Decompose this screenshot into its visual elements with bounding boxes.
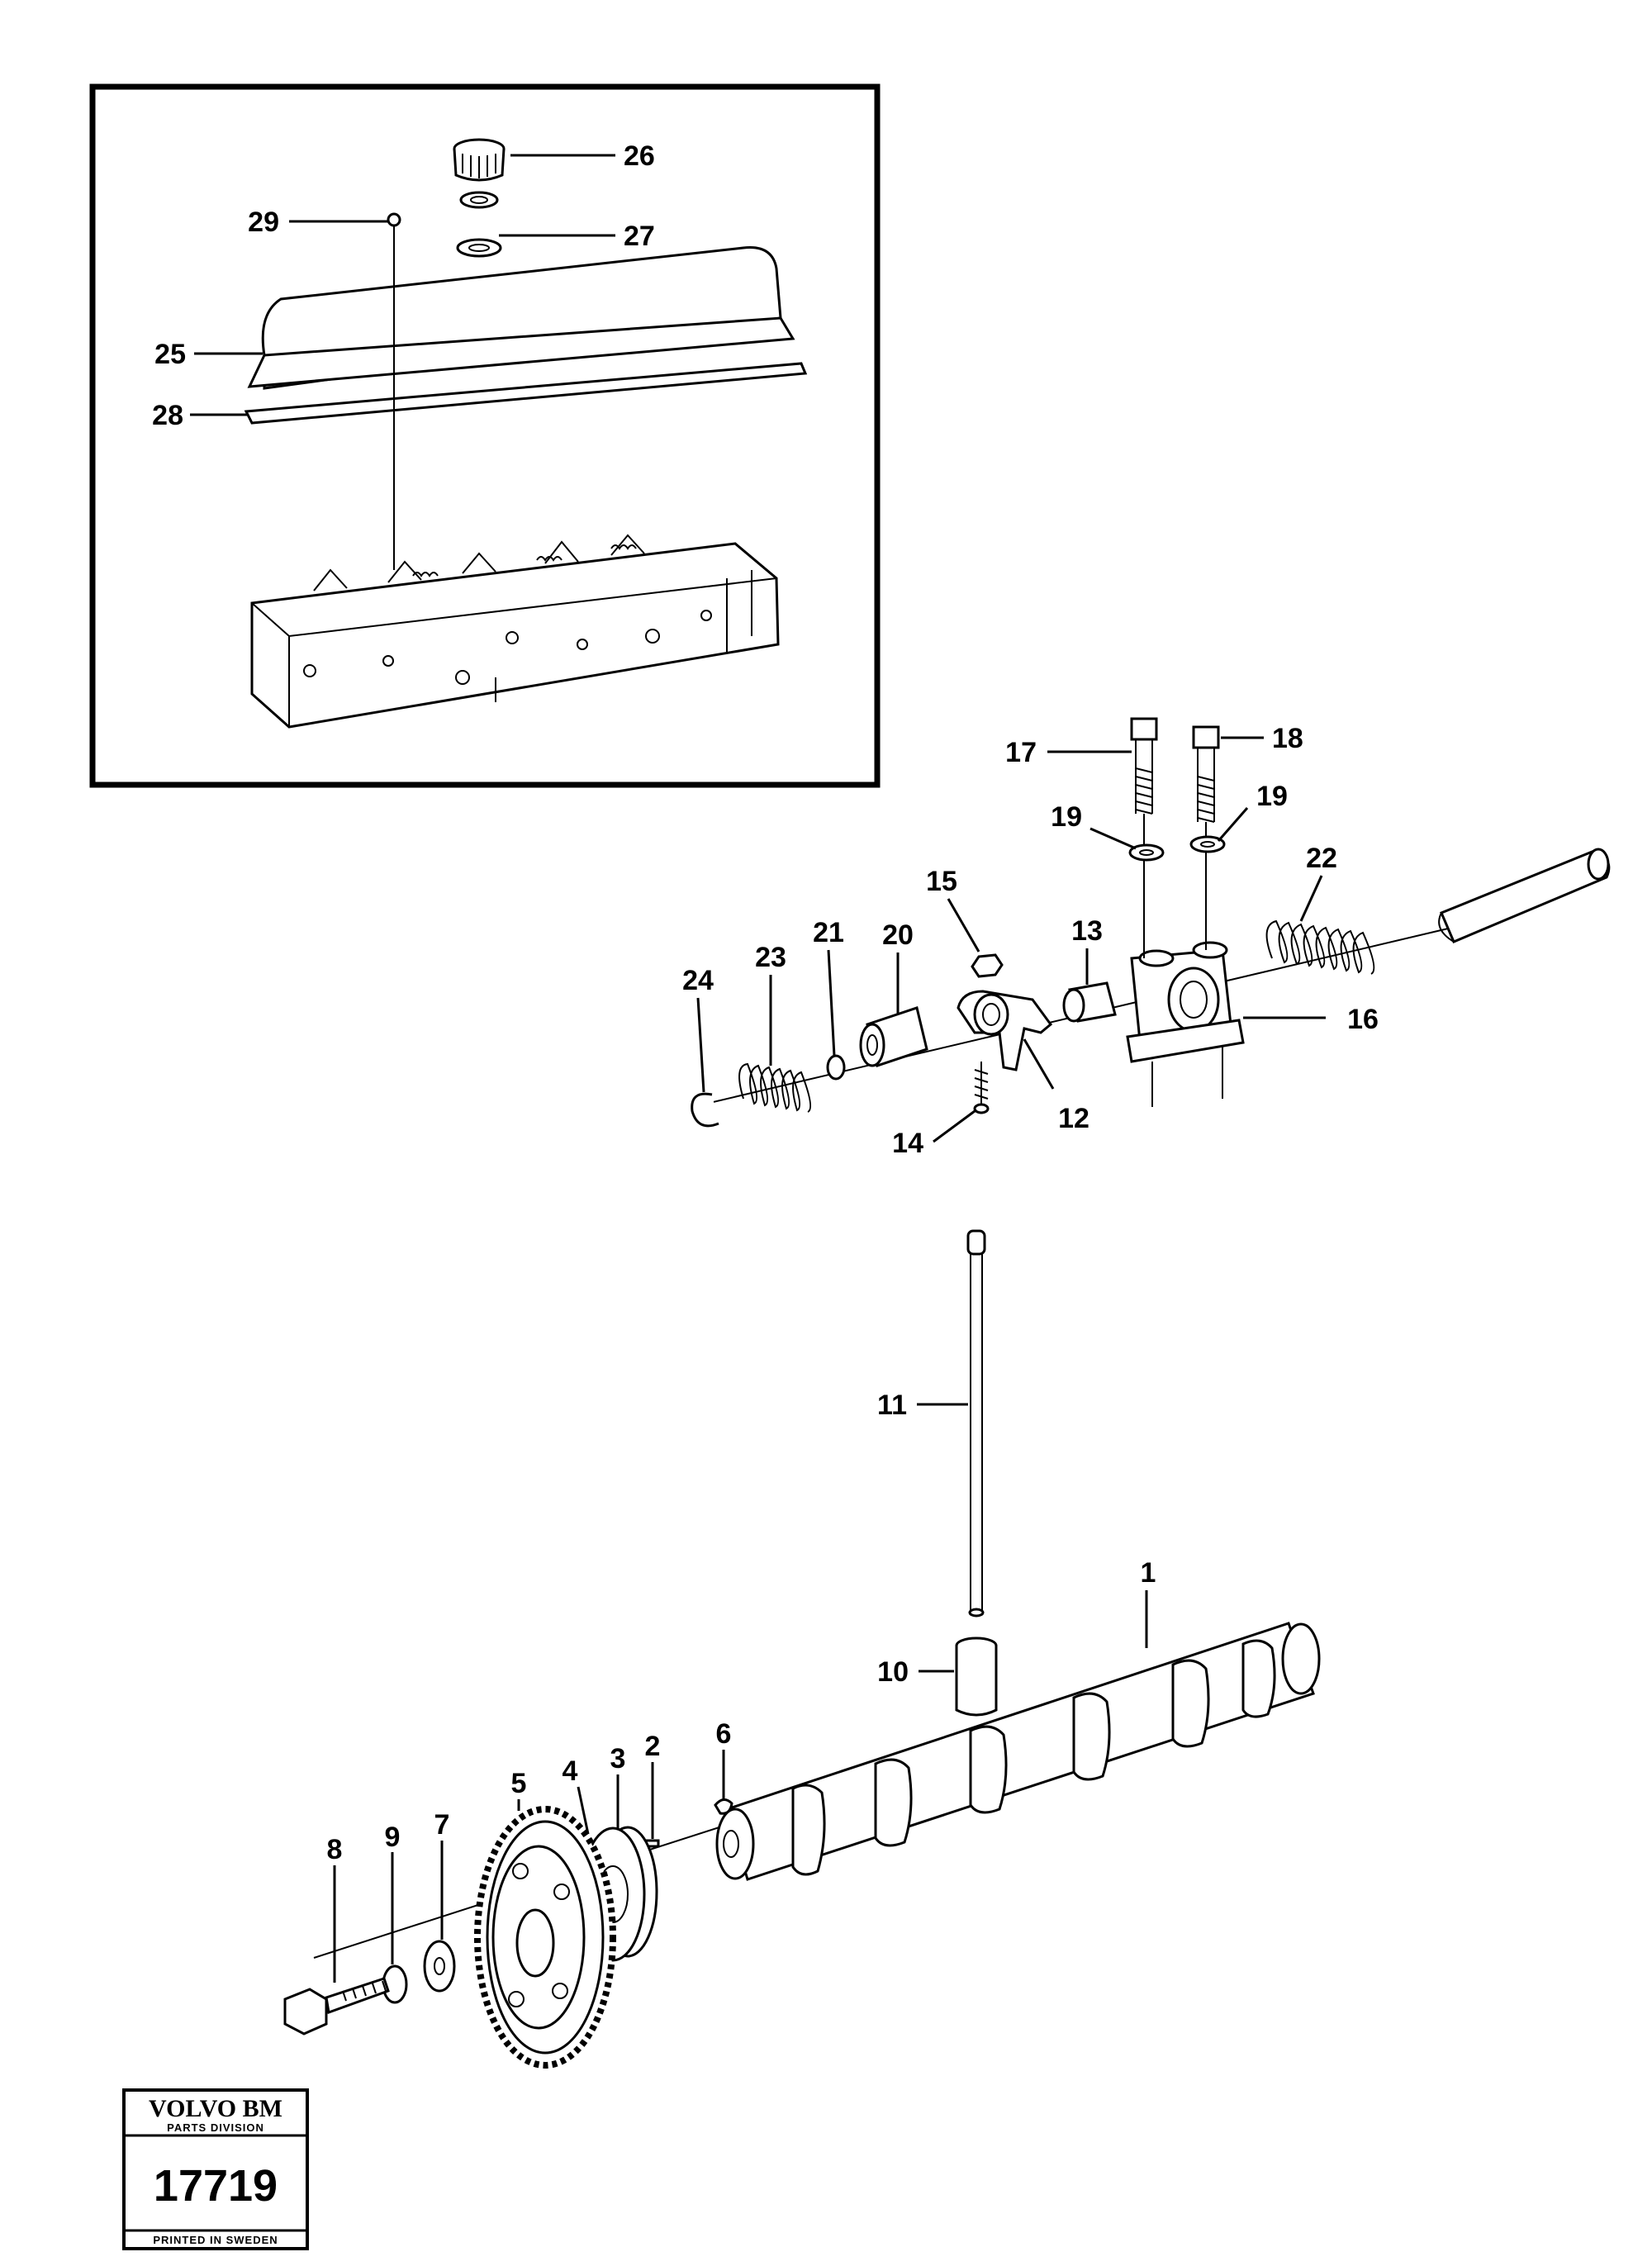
- camshaft-1-drawing: [715, 1622, 1321, 1881]
- camshaft-assembly: [283, 1590, 1321, 2069]
- callout-5: 5: [511, 1768, 527, 1799]
- callout-6: 6: [716, 1718, 732, 1750]
- washer-19b-drawing: [1189, 835, 1226, 853]
- callout-labels: 1 2 3 4 5 6 7 8 9 10 11 12 13 14 15 16 1…: [152, 140, 1379, 1865]
- spacer-13-drawing: [1062, 981, 1117, 1023]
- callout-12: 12: [1058, 1103, 1089, 1134]
- callout-18: 18: [1272, 723, 1303, 754]
- callout-8: 8: [327, 1834, 343, 1865]
- callout-3: 3: [610, 1743, 626, 1774]
- callout-20: 20: [882, 919, 914, 951]
- tappet-10-drawing: [955, 1637, 998, 1717]
- callout-27: 27: [624, 221, 655, 252]
- cylinder-head-drawing: [250, 534, 780, 729]
- callout-14: 14: [892, 1128, 923, 1159]
- rocker-shaft-drawing: [1438, 848, 1611, 943]
- callout-17: 17: [1005, 737, 1037, 768]
- bolt-17-drawing: [1130, 717, 1158, 958]
- washer-21-drawing: [826, 1054, 846, 1081]
- stamp-printed: PRINTED IN SWEDEN: [153, 2234, 278, 2246]
- adjusting-screw-14-drawing: [973, 1062, 990, 1114]
- callout-26: 26: [624, 140, 655, 172]
- pushrod-tappet: [917, 1229, 998, 1717]
- callout-10: 10: [877, 1656, 909, 1688]
- rocker-assembly: [691, 717, 1611, 1143]
- key-6-drawing: [714, 1798, 733, 1815]
- spring-23-drawing: [738, 1062, 812, 1113]
- valve-cover-inset: [89, 83, 881, 788]
- stamp-number: 17719: [154, 2161, 278, 2211]
- bolt-8-drawing: [283, 1977, 390, 2036]
- nut-15-drawing: [971, 953, 1004, 978]
- timing-gear-5-drawing: [474, 1806, 616, 2069]
- callout-22: 22: [1306, 843, 1337, 874]
- washer-7-drawing: [423, 1940, 456, 1993]
- stud-head-drawing: [387, 212, 401, 227]
- gasket-drawing: [244, 362, 808, 425]
- callout-29: 29: [248, 207, 279, 238]
- spring-22-drawing: [1265, 919, 1375, 975]
- callout-9: 9: [385, 1822, 401, 1853]
- valve-cover-drawing: [247, 246, 795, 390]
- callout-2: 2: [645, 1731, 661, 1762]
- callout-15: 15: [926, 866, 957, 897]
- rocker-arm-12-drawing: [957, 990, 1053, 1071]
- oil-filler-cap-drawing: [453, 138, 506, 182]
- seal-drawing: [456, 238, 502, 258]
- callout-16: 16: [1347, 1004, 1379, 1035]
- rocker-bracket-drawing: [1126, 941, 1245, 1107]
- stamp-brand: VOLVO BM: [149, 2095, 282, 2122]
- push-rod-11-drawing: [966, 1229, 986, 1618]
- stamp-division: PARTS DIVISION: [167, 2121, 264, 2134]
- callout-19a: 19: [1051, 801, 1082, 833]
- callout-21: 21: [813, 917, 844, 948]
- callout-4: 4: [563, 1755, 578, 1787]
- callout-24: 24: [682, 965, 714, 996]
- callout-7: 7: [434, 1809, 450, 1841]
- callout-11: 11: [877, 1390, 907, 1421]
- callout-28: 28: [152, 400, 183, 431]
- callout-1: 1: [1141, 1557, 1156, 1589]
- callout-23: 23: [755, 942, 786, 973]
- volvo-bm-stamp: VOLVO BM PARTS DIVISION 17719 PRINTED IN…: [122, 2088, 309, 2250]
- washer-27-drawing: [459, 191, 499, 209]
- bushing-20-drawing: [859, 1006, 928, 1067]
- callout-19b: 19: [1256, 781, 1288, 812]
- circlip-24-drawing: [691, 1092, 719, 1128]
- stamp-frame: [122, 2088, 309, 2250]
- callout-25: 25: [154, 339, 186, 370]
- inset-frame: [89, 83, 881, 788]
- washer-19a-drawing: [1128, 843, 1165, 862]
- callout-13: 13: [1071, 915, 1103, 947]
